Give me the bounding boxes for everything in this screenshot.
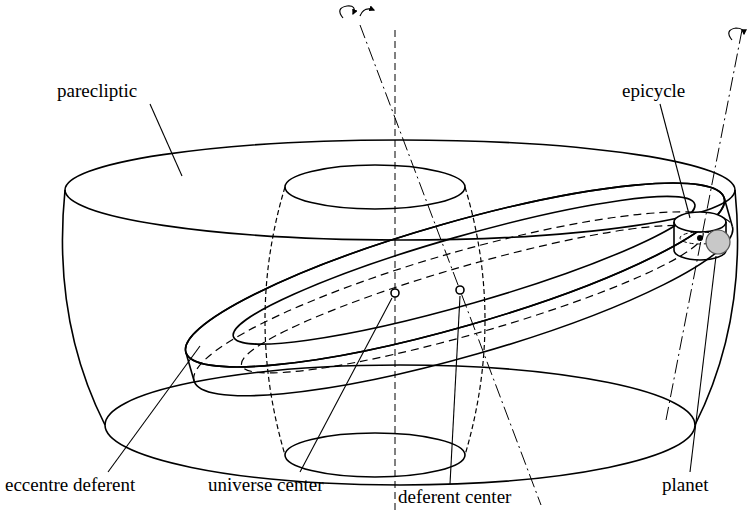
deferent-center-point (456, 286, 464, 294)
leader-line (108, 104, 716, 484)
part-label: deferent center (398, 486, 511, 508)
part-label: parecliptic (57, 80, 137, 102)
universe-center-point (391, 289, 399, 297)
inner-hole-top (285, 165, 465, 209)
part-label: eccentre deferent (5, 474, 135, 496)
universe-axis (395, 30, 396, 513)
planet-sphere (706, 230, 730, 254)
deferent-ring (172, 148, 747, 431)
parecliptic-bottom (105, 365, 695, 485)
deferent-axis (360, 25, 541, 505)
part-label: universe center (208, 474, 324, 496)
rotation-symbol (340, 6, 744, 40)
parecliptic-side (62, 190, 105, 425)
part-label: epicycle (622, 80, 685, 102)
inner-hole-bottom (285, 433, 465, 477)
part-label: planet (662, 474, 708, 496)
